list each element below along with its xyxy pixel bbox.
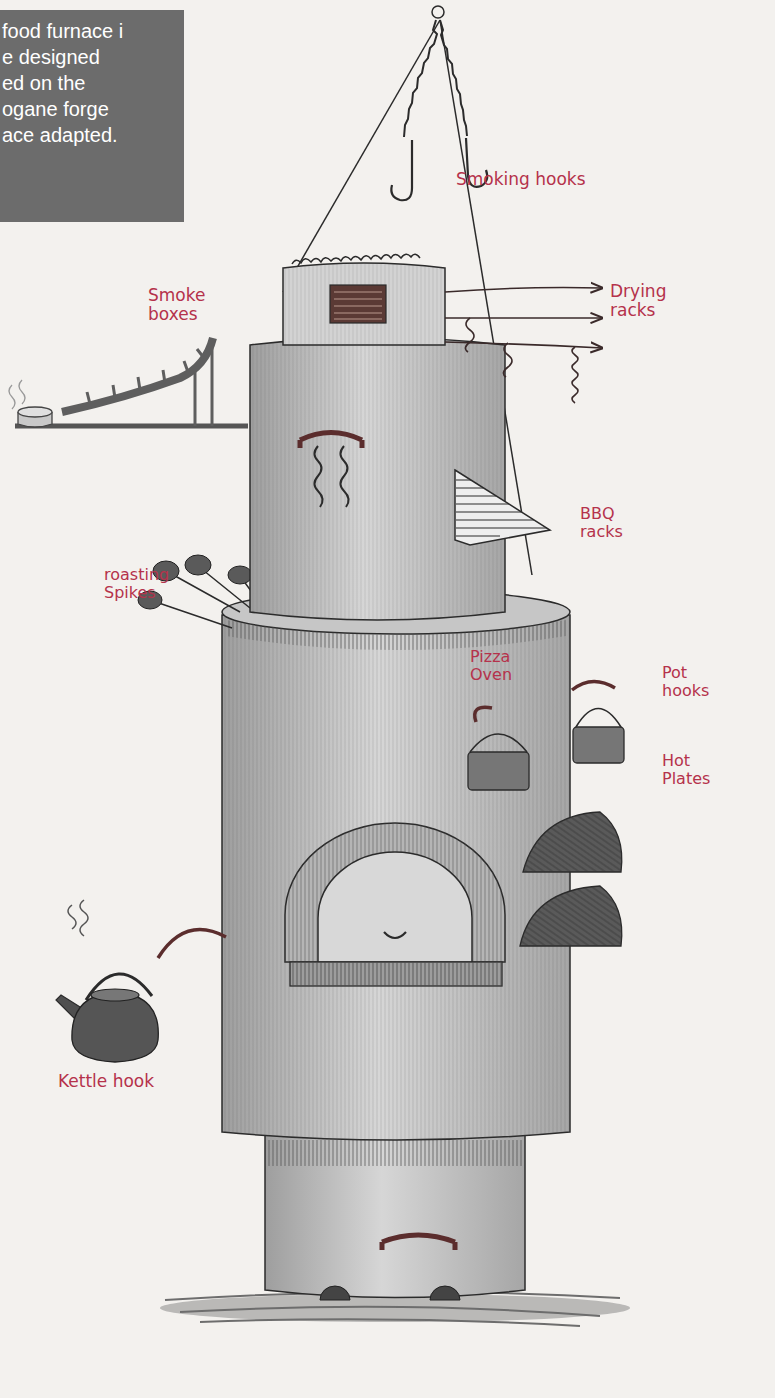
base-foot xyxy=(430,1286,460,1300)
spike-head xyxy=(185,555,211,575)
kettle-hook xyxy=(158,930,226,958)
pot-hook xyxy=(572,681,615,690)
kettle-body xyxy=(72,992,158,1062)
part-label: Pot hooks xyxy=(662,664,718,699)
part-label: roasting Spikes xyxy=(104,566,184,601)
s-hook xyxy=(341,446,349,507)
note-text: food furnace i e designed ed on the ogan… xyxy=(2,18,126,148)
smoke-chips xyxy=(292,254,420,264)
drying-rack xyxy=(445,288,602,293)
smoke-rack-teeth xyxy=(87,349,204,404)
pot xyxy=(573,727,624,763)
smoke-drawer xyxy=(330,285,386,323)
bbq-rack xyxy=(455,470,550,545)
lower-tier-shading xyxy=(222,615,570,1140)
drying-coil xyxy=(572,347,578,403)
base-foot xyxy=(320,1286,350,1300)
part-label: Drying racks xyxy=(610,282,682,319)
middle-handle xyxy=(300,433,362,449)
pizza-oven-brick xyxy=(285,823,505,962)
smoke-drawer-lines xyxy=(334,292,382,319)
oven-sill-hatch xyxy=(290,962,502,986)
pot-hook xyxy=(475,707,492,722)
pot-handle xyxy=(576,709,621,728)
ash-base xyxy=(265,1132,525,1298)
bbq-rack-bars xyxy=(456,480,547,536)
lower-tier-band xyxy=(226,620,566,650)
oven-sill xyxy=(290,962,502,986)
cone-line xyxy=(283,20,440,292)
chain xyxy=(404,20,437,137)
kettle-handle xyxy=(86,974,152,1000)
part-label: Hot Plates xyxy=(662,752,724,787)
pizza-oven-door xyxy=(318,852,472,962)
hot-plate-hatch xyxy=(520,886,622,946)
note-box: food furnace i e designed ed on the ogan… xyxy=(0,10,184,222)
pot-handle xyxy=(470,734,527,752)
s-hook xyxy=(315,446,323,507)
chain-ring xyxy=(432,6,444,18)
part-label: Pizza Oven xyxy=(470,648,526,683)
steam xyxy=(68,900,88,936)
smoke-box-shading xyxy=(283,263,445,345)
hot-plate-hatch xyxy=(523,812,622,872)
smoke-box xyxy=(283,263,445,345)
oven-handle xyxy=(384,932,406,938)
smoking-hook xyxy=(391,140,412,200)
chain xyxy=(440,20,467,136)
rack-support xyxy=(195,345,212,426)
kettle-lid xyxy=(91,989,139,1001)
smoke-rack xyxy=(62,338,213,412)
hot-plate xyxy=(520,886,622,946)
base-band xyxy=(265,1140,525,1166)
smoke-pot xyxy=(18,407,52,417)
part-label: Smoking hooks xyxy=(456,170,586,189)
steam xyxy=(19,380,25,404)
pizza-oven-arch xyxy=(285,823,505,962)
pot xyxy=(468,752,529,790)
lower-tier xyxy=(222,615,570,1140)
part-label: Smoke boxes xyxy=(148,286,220,323)
steam xyxy=(9,385,15,409)
part-label: Kettle hook xyxy=(58,1072,154,1091)
drying-hook xyxy=(503,343,512,377)
part-label: BBQ racks xyxy=(580,505,636,540)
drying-hook xyxy=(465,318,474,352)
spike-head xyxy=(228,566,252,584)
drawer-handle xyxy=(382,1235,455,1250)
hot-plate xyxy=(523,812,622,872)
